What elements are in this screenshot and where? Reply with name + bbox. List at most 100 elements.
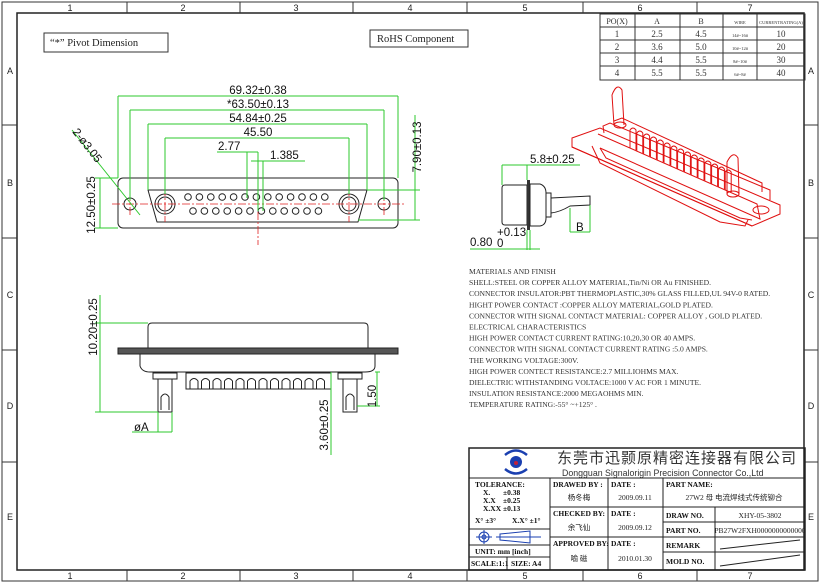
grid-col-2-bottom: 2 xyxy=(180,571,185,581)
signal-pin xyxy=(309,193,318,201)
iso-solder-cup xyxy=(663,142,671,165)
dim-depth: 5.8±0.25 xyxy=(530,154,575,166)
draw-no-value: XHY-05-3802 xyxy=(739,511,782,520)
draw-no-label: DRAW NO. xyxy=(666,511,704,520)
iso-solder-cup xyxy=(717,166,725,189)
grid-col-4: 4 xyxy=(407,3,412,13)
spec-cell: 4.4 xyxy=(651,55,663,65)
note-line: ELECTRICAL CHARACTERISTICS xyxy=(469,323,586,332)
solder-cup xyxy=(224,378,233,389)
iso-solder-cup xyxy=(656,139,664,162)
note-line: INSULATION RESISTANCE:2000 MEGAOHMS MIN. xyxy=(469,389,644,398)
solder-cup xyxy=(258,378,268,389)
solder-cup xyxy=(270,378,279,389)
note-line: THE WORKING VOLTAGE:300V. xyxy=(469,356,579,365)
grid-col-6-bottom: 6 xyxy=(637,571,642,581)
signal-pin xyxy=(303,207,311,215)
signal-pin xyxy=(223,207,231,215)
iso-solder-cup xyxy=(643,133,651,156)
grid-row-b-right: B xyxy=(808,178,814,188)
dim-total-height: 10.20±0.25 xyxy=(88,298,100,355)
note-line: MATERIALS AND FINISH xyxy=(469,267,556,276)
grid-row-e: E xyxy=(7,512,13,522)
remark-label: REMARK xyxy=(666,541,700,550)
spec-cell: 30 xyxy=(777,55,787,65)
signal-pin xyxy=(207,193,215,201)
tolerance-x-value: ±0.38 xyxy=(503,488,520,497)
approved-by-value: 喻 磁 xyxy=(571,553,588,563)
spec-cell: 4 xyxy=(615,68,620,78)
drawed-by-label: DRAWED BY : xyxy=(553,480,603,489)
tolerance-xx-value: ±0.25 xyxy=(503,496,520,505)
signal-pin xyxy=(252,193,261,201)
approved-by-label: APPROVED BY: xyxy=(553,539,609,548)
signal-pin xyxy=(280,207,289,215)
tolerance-x: X. xyxy=(483,488,490,497)
grid-row-c: C xyxy=(7,290,14,300)
dim-contact-span: 45.50 xyxy=(244,127,273,139)
scale-label: SCALE:1:1 xyxy=(471,559,509,568)
spec-cell: 40 xyxy=(777,68,787,78)
grid-col-2: 2 xyxy=(180,3,185,13)
grid-col-4-bottom: 4 xyxy=(407,571,412,581)
grid-row-d-right: D xyxy=(808,401,815,411)
spec-cell: 5.5 xyxy=(695,55,707,65)
date-label-3: DATE : xyxy=(611,539,636,548)
signal-pin xyxy=(200,207,209,215)
grid-col-1-bottom: 1 xyxy=(67,571,72,581)
spec-header-4: CURRENTRATING(A) xyxy=(759,20,803,25)
grid-row-a: A xyxy=(7,66,13,76)
tolerance-title: TOLERANCE: xyxy=(475,480,525,489)
side-profile-view: 5.8±0.25 B 0.80 +0.13 0 xyxy=(470,154,591,250)
dim-half-pitch: 1.385 xyxy=(270,150,299,162)
spec-cell: 2.5 xyxy=(651,29,663,39)
signal-pin xyxy=(234,207,243,215)
date-checked: 2009.09.12 xyxy=(618,523,652,532)
tolerance-xxx: X.XX xyxy=(483,504,502,513)
part-name-label: PART NAME: xyxy=(666,480,713,489)
grid-col-3-bottom: 3 xyxy=(293,571,298,581)
solder-cup xyxy=(281,378,291,389)
signal-pin xyxy=(241,193,249,201)
solder-cup xyxy=(293,378,302,389)
isometric-view xyxy=(571,86,781,227)
spec-cell: 6#~8# xyxy=(734,72,746,77)
grid-col-7-bottom: 7 xyxy=(747,571,752,581)
dim-flange-tol: +0.13 xyxy=(497,227,526,239)
grid-row-d: D xyxy=(7,401,14,411)
signal-pin xyxy=(275,193,284,201)
signal-pin xyxy=(218,193,226,201)
grid-row-a-right: A xyxy=(808,66,814,76)
solder-cup xyxy=(247,378,256,389)
tolerance-xx: X.X xyxy=(483,496,496,505)
signal-pin xyxy=(264,193,272,201)
signal-pin xyxy=(286,193,295,201)
dim-height: 12.50±0.25 xyxy=(86,176,98,233)
note-line: DIELECTRIC WITHSTANDING VOLTACE:1000 V A… xyxy=(469,378,701,387)
note-line: CONNECTOR INSULATOR:PBT THERMOPLASTIC,30… xyxy=(469,289,770,298)
dim-shell-height: 7.90±0.13 xyxy=(412,121,424,172)
dim-pitch: 2.77 xyxy=(218,141,240,153)
note-line: TEMPERATURE RATING:-55° ~+125° . xyxy=(469,400,597,409)
signal-pin xyxy=(195,193,204,201)
grid-col-5: 5 xyxy=(522,3,527,13)
part-no-value: PB27W2FXH0000000000000 xyxy=(714,526,806,535)
iso-solder-cup xyxy=(724,169,732,192)
dim-pivot-width: *63.50±0.13 xyxy=(227,99,289,111)
dim-cup-depth: 1.50 xyxy=(367,385,379,407)
spec-cell: 3.6 xyxy=(651,42,663,52)
signal-pin xyxy=(298,193,306,201)
grid-row-c-right: C xyxy=(808,290,815,300)
signal-pin xyxy=(291,207,300,215)
company-name-en: Dongguan Signalorigin Precision Connecto… xyxy=(562,468,764,478)
solder-cup xyxy=(316,378,325,389)
signal-pin xyxy=(321,193,329,201)
side-view: 10.20±0.25 øA 3.60±0.25 1.50 xyxy=(88,295,399,455)
spec-header-1: A xyxy=(654,17,660,26)
size-label: SIZE: A4 xyxy=(511,559,541,568)
solder-cup xyxy=(304,378,314,389)
iso-solder-cup xyxy=(690,154,698,177)
dim-overall-width: 69.32±0.38 xyxy=(229,85,286,97)
iso-solder-cup xyxy=(670,145,678,168)
